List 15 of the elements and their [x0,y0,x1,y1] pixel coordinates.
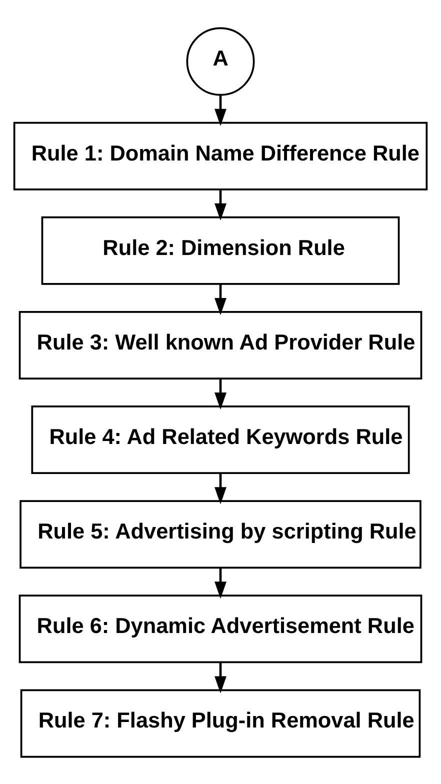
node-box: Rule 6: Dynamic Advertisement Rule [18,594,422,663]
arrow [214,567,226,598]
arrow [214,662,226,693]
arrow [214,472,226,504]
node-box: Rule 3: Well known Ad Provider Rule [18,310,422,379]
arrow [214,284,226,315]
arrow [214,94,226,126]
node-box: Rule 7: Flashy Plug-in Removal Rule [20,688,421,758]
node-box: Rule 1: Domain Name Difference Rule [13,121,428,190]
arrow [214,189,226,220]
node-circle: A [186,26,255,96]
node-box: Rule 2: Dimension Rule [41,216,400,284]
node-box: Rule 5: Advertising by scripting Rule [20,500,422,568]
arrow [214,378,226,410]
node-box: Rule 4: Ad Related Keywords Rule [31,405,410,474]
